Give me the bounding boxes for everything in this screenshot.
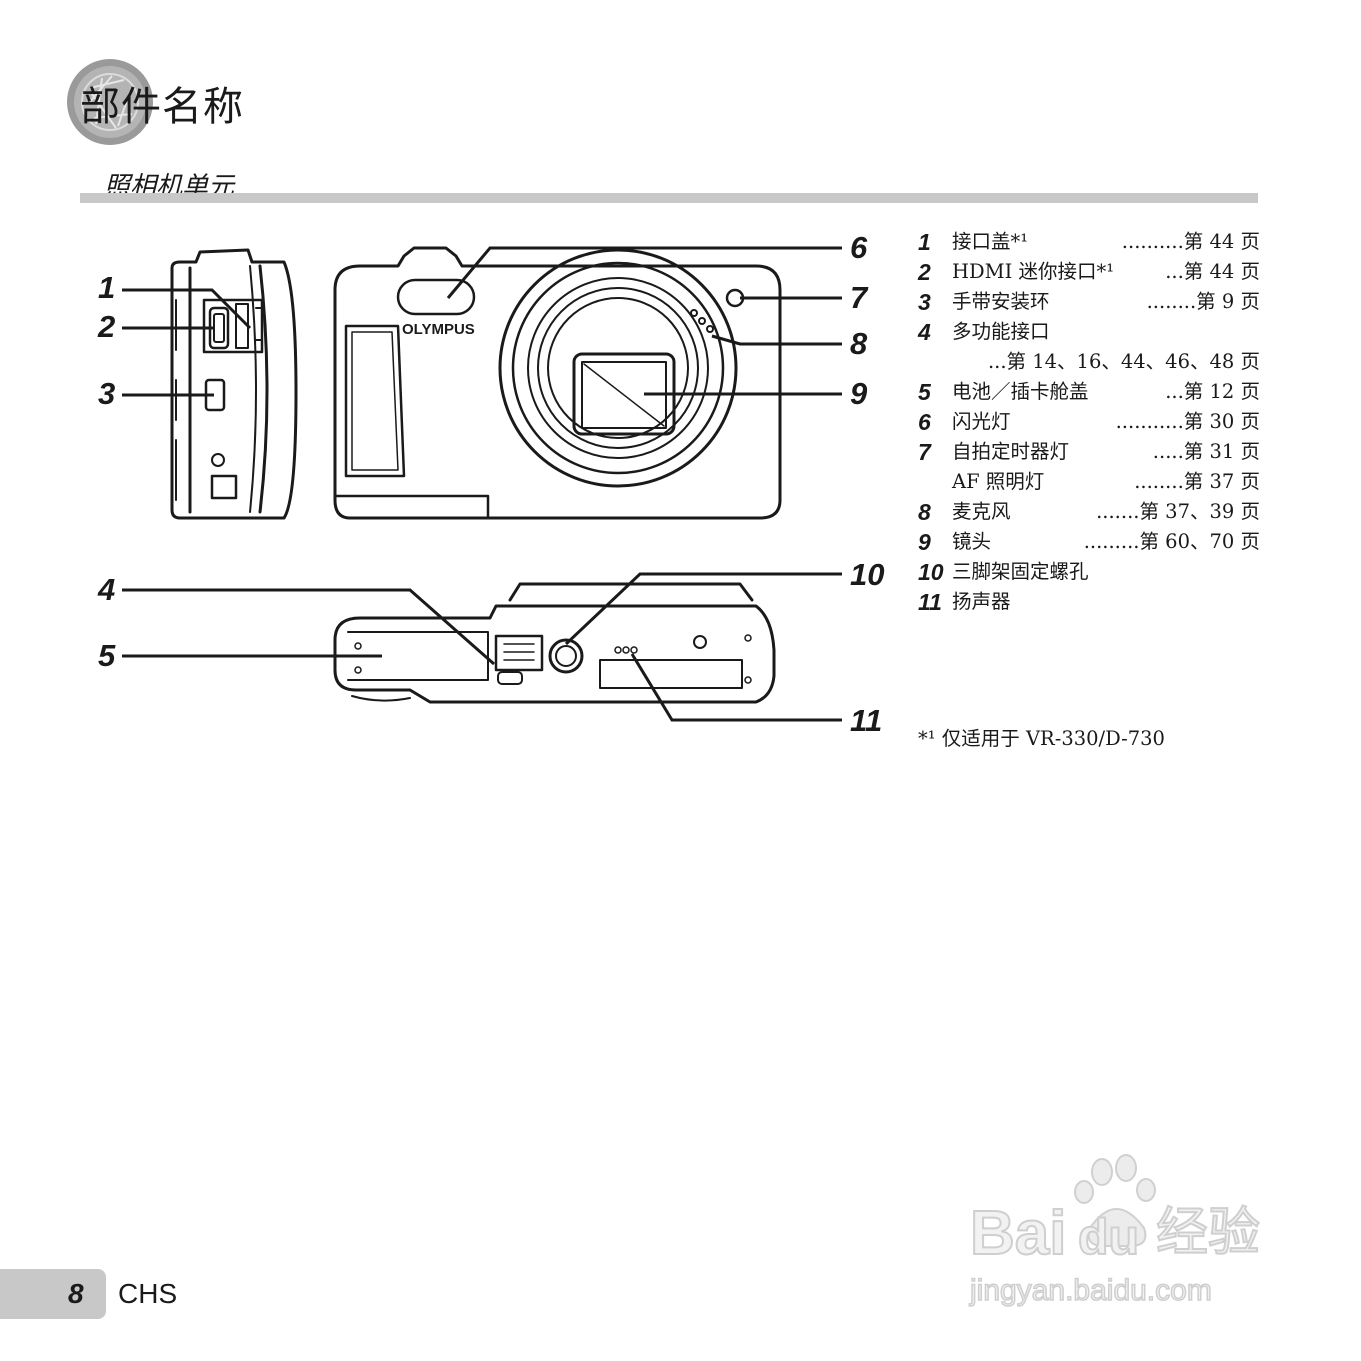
legend-item-number: 11 [918, 589, 942, 615]
svg-text:Bai: Bai [970, 1199, 1066, 1268]
svg-text:du: du [1078, 1209, 1139, 1265]
callout-2: 2 [98, 309, 116, 344]
legend-item-page-ref: ...第 44 页 [1165, 260, 1260, 283]
legend-item-number: 5 [918, 379, 931, 405]
baidu-jingyan-watermark-logo: Bai du 经验 jingyan.baidu.com [968, 1154, 1261, 1308]
legend-item-number: 3 [918, 289, 931, 315]
legend-item-page-ref: .........第 60、70 页 [1083, 530, 1260, 553]
callout-3: 3 [98, 376, 116, 411]
camera-front-view [333, 246, 782, 520]
legend-item-name: 接口盖*¹ [952, 230, 1029, 253]
legend-item-name: 手带安装环 [952, 290, 1050, 313]
legend-item-name: 闪光灯 [952, 410, 1011, 433]
lens-badge-icon [67, 59, 153, 145]
legend-item-page-ref: .......第 37、39 页 [1096, 500, 1260, 523]
legend-item-number: 2 [918, 259, 931, 285]
legend-item-number: 7 [918, 439, 931, 465]
legend-item: 3 手带安装环 ........第 9 页 [918, 287, 1260, 317]
camera-side-view [170, 248, 298, 520]
callout-5: 5 [98, 638, 116, 673]
camera-brand-logo: OLYMPUS [402, 321, 475, 338]
legend-item-page-ref: ........第 9 页 [1146, 290, 1260, 313]
legend-item: AF 照明灯 ........第 37 页 [918, 467, 1260, 497]
legend-item-page-ref: ..........第 44 页 [1121, 230, 1260, 253]
legend-item: 1 接口盖*¹ ..........第 44 页 [918, 227, 1260, 257]
legend-item-number: 1 [918, 229, 931, 255]
legend-item-name: 三脚架固定螺孔 [952, 560, 1089, 583]
legend-item: 5 电池／插卡舱盖 ...第 12 页 [918, 377, 1260, 407]
page-title: 部件名称 [80, 84, 244, 130]
legend-item: 4 多功能接口 [918, 317, 1260, 347]
legend-item-name: 麦克风 [952, 500, 1011, 523]
footnote: *¹ 仅适用于 VR-330/D-730 [918, 727, 1165, 750]
svg-text:经验: 经验 [1156, 1203, 1260, 1263]
callout-6: 6 [850, 230, 868, 265]
callout-7: 7 [850, 280, 868, 315]
legend-item-page-ref: ...........第 30 页 [1115, 410, 1260, 433]
callout-10: 10 [850, 557, 885, 592]
callout-8: 8 [850, 326, 868, 361]
legend-item: 8 麦克风 .......第 37、39 页 [918, 497, 1260, 527]
legend-item-name: AF 照明灯 [952, 470, 1045, 493]
legend-item-name: 自拍定时器灯 [952, 440, 1070, 463]
parts-legend: 1 接口盖*¹ ..........第 44 页 2 HDMI 迷你接口*¹ .… [918, 227, 1260, 617]
legend-item: 6 闪光灯 ...........第 30 页 [918, 407, 1260, 437]
page-number-tab [0, 1269, 106, 1319]
legend-item-page-ref: ........第 37 页 [1134, 470, 1260, 493]
callout-1: 1 [98, 270, 116, 305]
legend-item-page-ref: ...第 14、16、44、46、48 页 [987, 350, 1260, 373]
legend-item-name: 多功能接口 [952, 320, 1050, 343]
legend-item-number: 4 [918, 319, 931, 345]
camera-bottom-view [333, 582, 776, 704]
camera-diagram: OLYMPUS [122, 246, 842, 722]
legend-item: 2 HDMI 迷你接口*¹ ...第 44 页 [918, 257, 1260, 287]
legend-item: 7 自拍定时器灯 .....第 31 页 [918, 437, 1260, 467]
legend-item-page-ref: .....第 31 页 [1152, 440, 1260, 463]
legend-item-page-ref: ...第 12 页 [1165, 380, 1260, 403]
legend-item-name: HDMI 迷你接口*¹ [952, 260, 1115, 283]
callout-4: 4 [98, 572, 116, 607]
callout-11: 11 [850, 703, 883, 738]
language-code: CHS [118, 1278, 178, 1309]
page-number: 8 [68, 1278, 84, 1309]
legend-item-name: 电池／插卡舱盖 [952, 380, 1089, 403]
legend-item-continued: ...第 14、16、44、46、48 页 [918, 347, 1260, 377]
svg-text:jingyan.baidu.com: jingyan.baidu.com [969, 1274, 1212, 1307]
legend-item: 10 三脚架固定螺孔 [918, 557, 1260, 587]
section-divider [80, 193, 1258, 203]
legend-item-number: 9 [918, 529, 931, 555]
legend-item: 11 扬声器 [918, 587, 1260, 617]
legend-item-name: 镜头 [952, 530, 992, 553]
callout-9: 9 [850, 376, 868, 411]
legend-item: 9 镜头 .........第 60、70 页 [918, 527, 1260, 557]
legend-item-number: 6 [918, 409, 931, 435]
legend-item-number: 10 [918, 559, 944, 585]
legend-item-number: 8 [918, 499, 931, 525]
legend-item-name: 扬声器 [952, 590, 1011, 613]
